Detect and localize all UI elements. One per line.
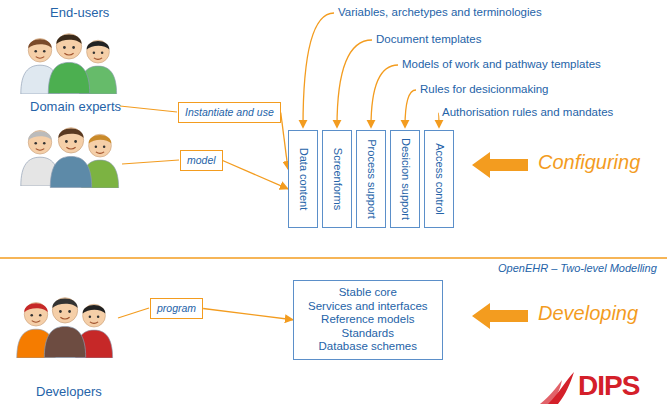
node-text: Services and interfaces — [308, 300, 428, 314]
edge-label-box: model — [180, 150, 223, 171]
config-item-label: Document templates — [376, 33, 481, 45]
edge-label-box: program — [150, 298, 203, 319]
end-users-figures — [21, 34, 117, 94]
domain-experts-figures — [21, 128, 119, 188]
leader-curve — [438, 113, 439, 127]
edge-label-box: Instantiate and use — [178, 102, 281, 123]
people-lines — [118, 106, 179, 318]
flow-arrow — [203, 309, 293, 320]
role-label: Domain experts — [30, 99, 121, 114]
level-label: Configuring — [538, 151, 640, 174]
config-item-label: Models of work and pathway templates — [402, 58, 601, 70]
node-text: Desicion support — [399, 138, 412, 220]
leader-curves — [303, 13, 439, 127]
level-label: Developing — [538, 302, 638, 325]
developers-figures — [17, 298, 113, 358]
node-text: Data content — [297, 148, 310, 210]
leader-curve — [405, 90, 416, 127]
logo-text: DIPS — [578, 370, 639, 402]
leader-curve — [337, 40, 372, 127]
leader-curve — [371, 65, 398, 127]
flow-arrow — [281, 113, 288, 170]
people-line — [118, 308, 149, 318]
node-text: Process support — [365, 139, 378, 218]
config-item-label: Rules for desicionmaking — [420, 83, 548, 95]
people-line — [122, 160, 179, 164]
node-text: Database schemes — [308, 340, 428, 354]
flow-arrow — [223, 161, 288, 189]
node-text: Reference models — [308, 313, 428, 327]
config-item-label: Variables, archetypes and terminologies — [338, 6, 542, 18]
person-figure — [50, 128, 91, 188]
layer-box: Screenforms — [322, 130, 352, 228]
layer-box: Desicion support — [390, 130, 420, 228]
role-label: End-users — [50, 5, 109, 20]
people-line — [120, 106, 177, 112]
leader-curve — [303, 13, 334, 127]
note-label: OpenEHR – Two-level Modelling — [498, 262, 657, 274]
layer-box: Data content — [288, 130, 318, 228]
node-text: program — [157, 302, 196, 315]
separator-line — [0, 257, 667, 259]
node-text: Access control — [433, 143, 446, 215]
person-figure — [44, 298, 85, 358]
role-label: Developers — [36, 384, 102, 399]
core-box: Stable coreServices and interfacesRefere… — [293, 280, 443, 360]
config-item-label: Authorisation rules and mandates — [442, 106, 613, 118]
layer-box: Access control — [424, 130, 454, 228]
logo-swoosh — [540, 380, 562, 404]
layer-box: Process support — [356, 130, 386, 228]
block-arrow — [472, 152, 528, 178]
person-figure — [48, 34, 89, 94]
node-text: model — [187, 154, 216, 167]
node-text: Standards — [308, 327, 428, 341]
block-arrow — [472, 303, 528, 329]
node-text: Instantiate and use — [185, 106, 274, 119]
node-text: Stable core — [308, 286, 428, 300]
node-text: Screenforms — [331, 148, 344, 210]
